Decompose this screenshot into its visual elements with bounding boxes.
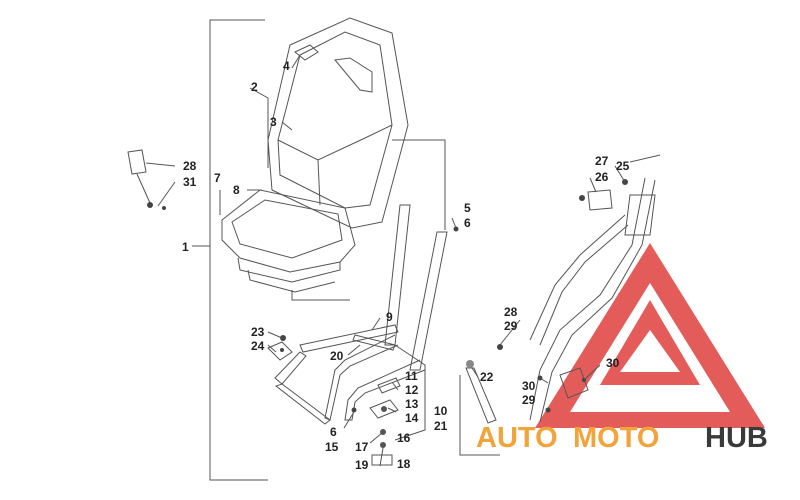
ref-3: 3 [270, 115, 277, 129]
watermark-auto: AUTO [476, 422, 558, 454]
seat-group-bracket [209, 19, 268, 481]
ref-29a: 29 [504, 319, 518, 333]
ref-5: 5 [464, 201, 471, 215]
ref-27: 27 [595, 154, 609, 168]
seat-frame [274, 204, 448, 425]
watermark-hub: HUB [705, 422, 768, 454]
ref-10: 10 [434, 404, 448, 418]
ref-6b: 6 [330, 425, 337, 439]
ref-29b: 29 [522, 393, 536, 407]
ref-30a: 30 [522, 379, 536, 393]
ref-7: 7 [214, 171, 221, 185]
ref-13: 13 [405, 397, 419, 411]
ref-9: 9 [386, 310, 393, 324]
ref-12: 12 [405, 383, 419, 397]
buckle-stalk [459, 360, 500, 456]
ref-16: 16 [397, 431, 411, 445]
ref-23: 23 [251, 325, 265, 339]
ref-1: 1 [182, 240, 189, 254]
ref-17: 17 [355, 440, 369, 454]
watermark-moto: MOTO [573, 422, 659, 454]
ref-30b: 30 [606, 356, 620, 370]
ref-2: 2 [251, 80, 258, 94]
ref-28b: 28 [504, 305, 518, 319]
seat-cushion [221, 189, 356, 293]
ref-20: 20 [330, 349, 344, 363]
ref-19: 19 [355, 458, 369, 472]
ref-11: 11 [405, 369, 418, 383]
reference-labels: 1 2 3 4 5 6 6 7 8 9 10 11 12 13 14 15 16… [182, 59, 630, 472]
seatbelt-assembly-right [497, 177, 656, 423]
watermark-text: AUTO MOTO HUB [476, 422, 768, 454]
watermark-logo-icon [535, 243, 765, 428]
ref-26: 26 [595, 170, 609, 184]
frame-bracket-left [291, 290, 350, 301]
hardware-parts [267, 226, 459, 466]
ref-8: 8 [233, 183, 240, 197]
leader-lines [145, 54, 661, 467]
ref-21: 21 [434, 419, 448, 433]
ref-24: 24 [251, 339, 265, 353]
ref-6a: 6 [464, 216, 471, 230]
buckle-assembly-left [127, 149, 166, 210]
ref-28a: 28 [183, 159, 197, 173]
group-bracket-10 [394, 344, 426, 441]
ref-14: 14 [405, 411, 419, 425]
frame-bracket-right [392, 139, 446, 230]
ref-22: 22 [480, 370, 494, 384]
ref-18: 18 [397, 457, 411, 471]
ref-31: 31 [183, 175, 197, 189]
ref-4: 4 [283, 59, 290, 73]
ref-15: 15 [325, 440, 339, 454]
seat-backrest [267, 17, 409, 229]
ref-25: 25 [616, 159, 630, 173]
